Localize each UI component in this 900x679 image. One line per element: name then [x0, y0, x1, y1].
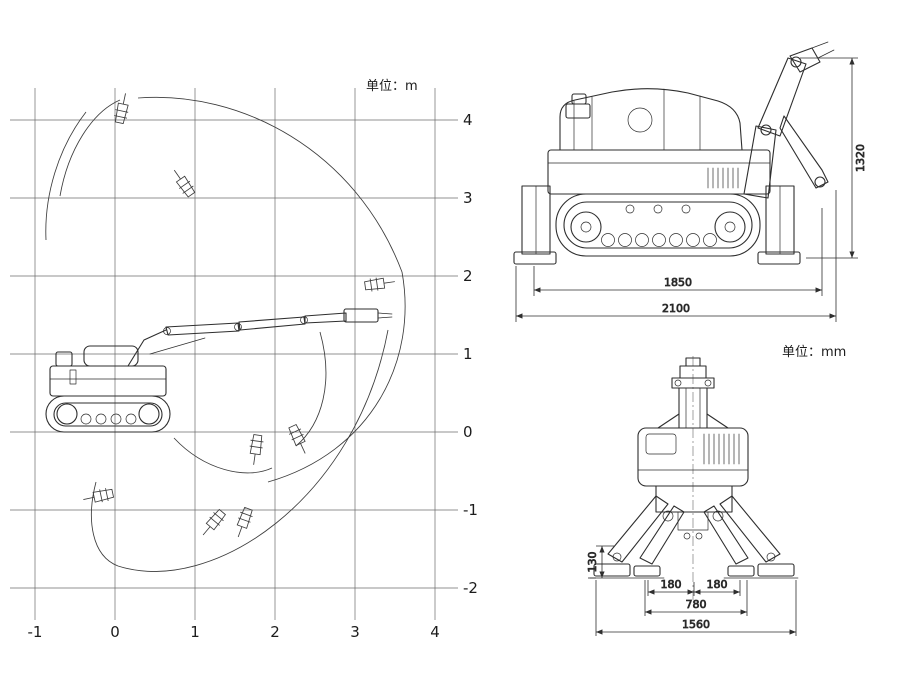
x-tick-2: 2	[270, 623, 280, 641]
y-tick-n2: -2	[463, 579, 478, 597]
chart-x-axis-ticks: -1 0 1 2 3 4	[28, 623, 440, 641]
y-tick-3: 3	[463, 189, 473, 207]
y-tick-4: 4	[463, 111, 473, 129]
x-tick-4: 4	[430, 623, 440, 641]
x-tick-0: 0	[110, 623, 120, 641]
y-tick-1: 1	[463, 345, 473, 363]
x-tick-n1: -1	[28, 623, 43, 641]
chart-unit-label: 单位：m	[366, 79, 418, 94]
dim-track-width-label: 1850	[664, 276, 692, 289]
mm-unit-label: 单位：mm	[782, 345, 846, 360]
outrigger-view: 单位：mm	[586, 345, 846, 636]
transport-view: 1850 2100 1320	[513, 41, 867, 322]
dim-overall-height-label: 1320	[854, 144, 867, 172]
dim-pad-left-label: 180	[661, 578, 682, 591]
boom-assembly	[743, 41, 835, 199]
outrigger-dimensions: 130 180 180 780 1560	[586, 545, 797, 636]
chart-y-axis-ticks: 4 3 2 1 0 -1 -2	[463, 111, 478, 597]
transport-view-machine	[513, 41, 835, 265]
machine-side-view	[45, 308, 393, 433]
workspace-chart: 单位：m 4 3 2 1 0 -1 -2 -1 0 1 2 3 4	[10, 79, 478, 641]
dim-overall-width-label: 2100	[662, 302, 690, 315]
chart-grid	[10, 88, 458, 620]
work-envelope-curves	[45, 96, 406, 572]
dim-pad-height-label: 130	[586, 552, 599, 573]
x-tick-1: 1	[190, 623, 200, 641]
outrigger-view-machine	[589, 357, 799, 579]
dim-pad-right-label: 180	[707, 578, 728, 591]
transport-dimensions: 1850 2100 1320	[515, 57, 867, 322]
engine-vents	[707, 167, 739, 189]
dim-inner-span-label: 780	[686, 598, 707, 611]
dim-outer-span-label: 1560	[682, 618, 710, 631]
y-tick-0: 0	[463, 423, 473, 441]
y-tick-2: 2	[463, 267, 473, 285]
y-tick-n1: -1	[463, 501, 478, 519]
x-tick-3: 3	[350, 623, 360, 641]
front-grille	[703, 433, 740, 465]
